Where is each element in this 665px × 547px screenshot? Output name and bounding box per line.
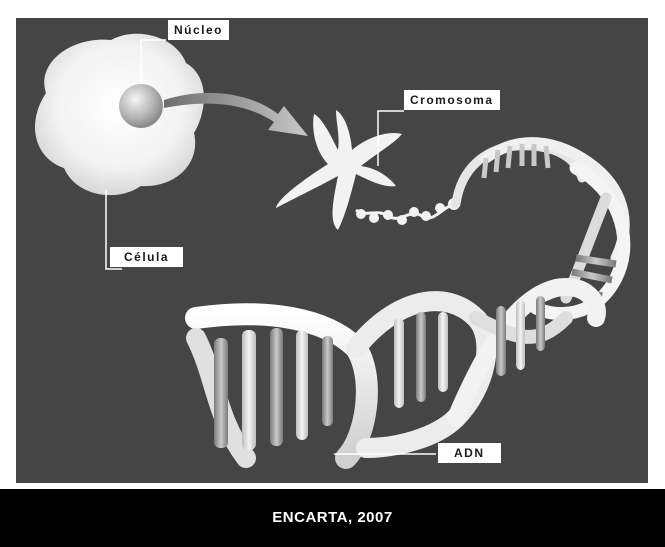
label-nucleus: Núcleo: [168, 20, 229, 40]
nucleus-shape: [119, 84, 163, 128]
diagram-canvas: Núcleo Cromosoma Célula ADN: [16, 18, 648, 483]
label-chromosome: Cromosoma: [404, 90, 500, 110]
label-cell: Célula: [110, 247, 183, 267]
dna-helix: [196, 143, 624, 458]
label-dna: ADN: [438, 443, 501, 463]
image-frame: Núcleo Cromosoma Célula ADN: [0, 0, 665, 489]
source-caption: ENCARTA, 2007: [0, 489, 665, 531]
cell-shape: [35, 34, 204, 195]
chromatin-beads: [356, 198, 460, 225]
